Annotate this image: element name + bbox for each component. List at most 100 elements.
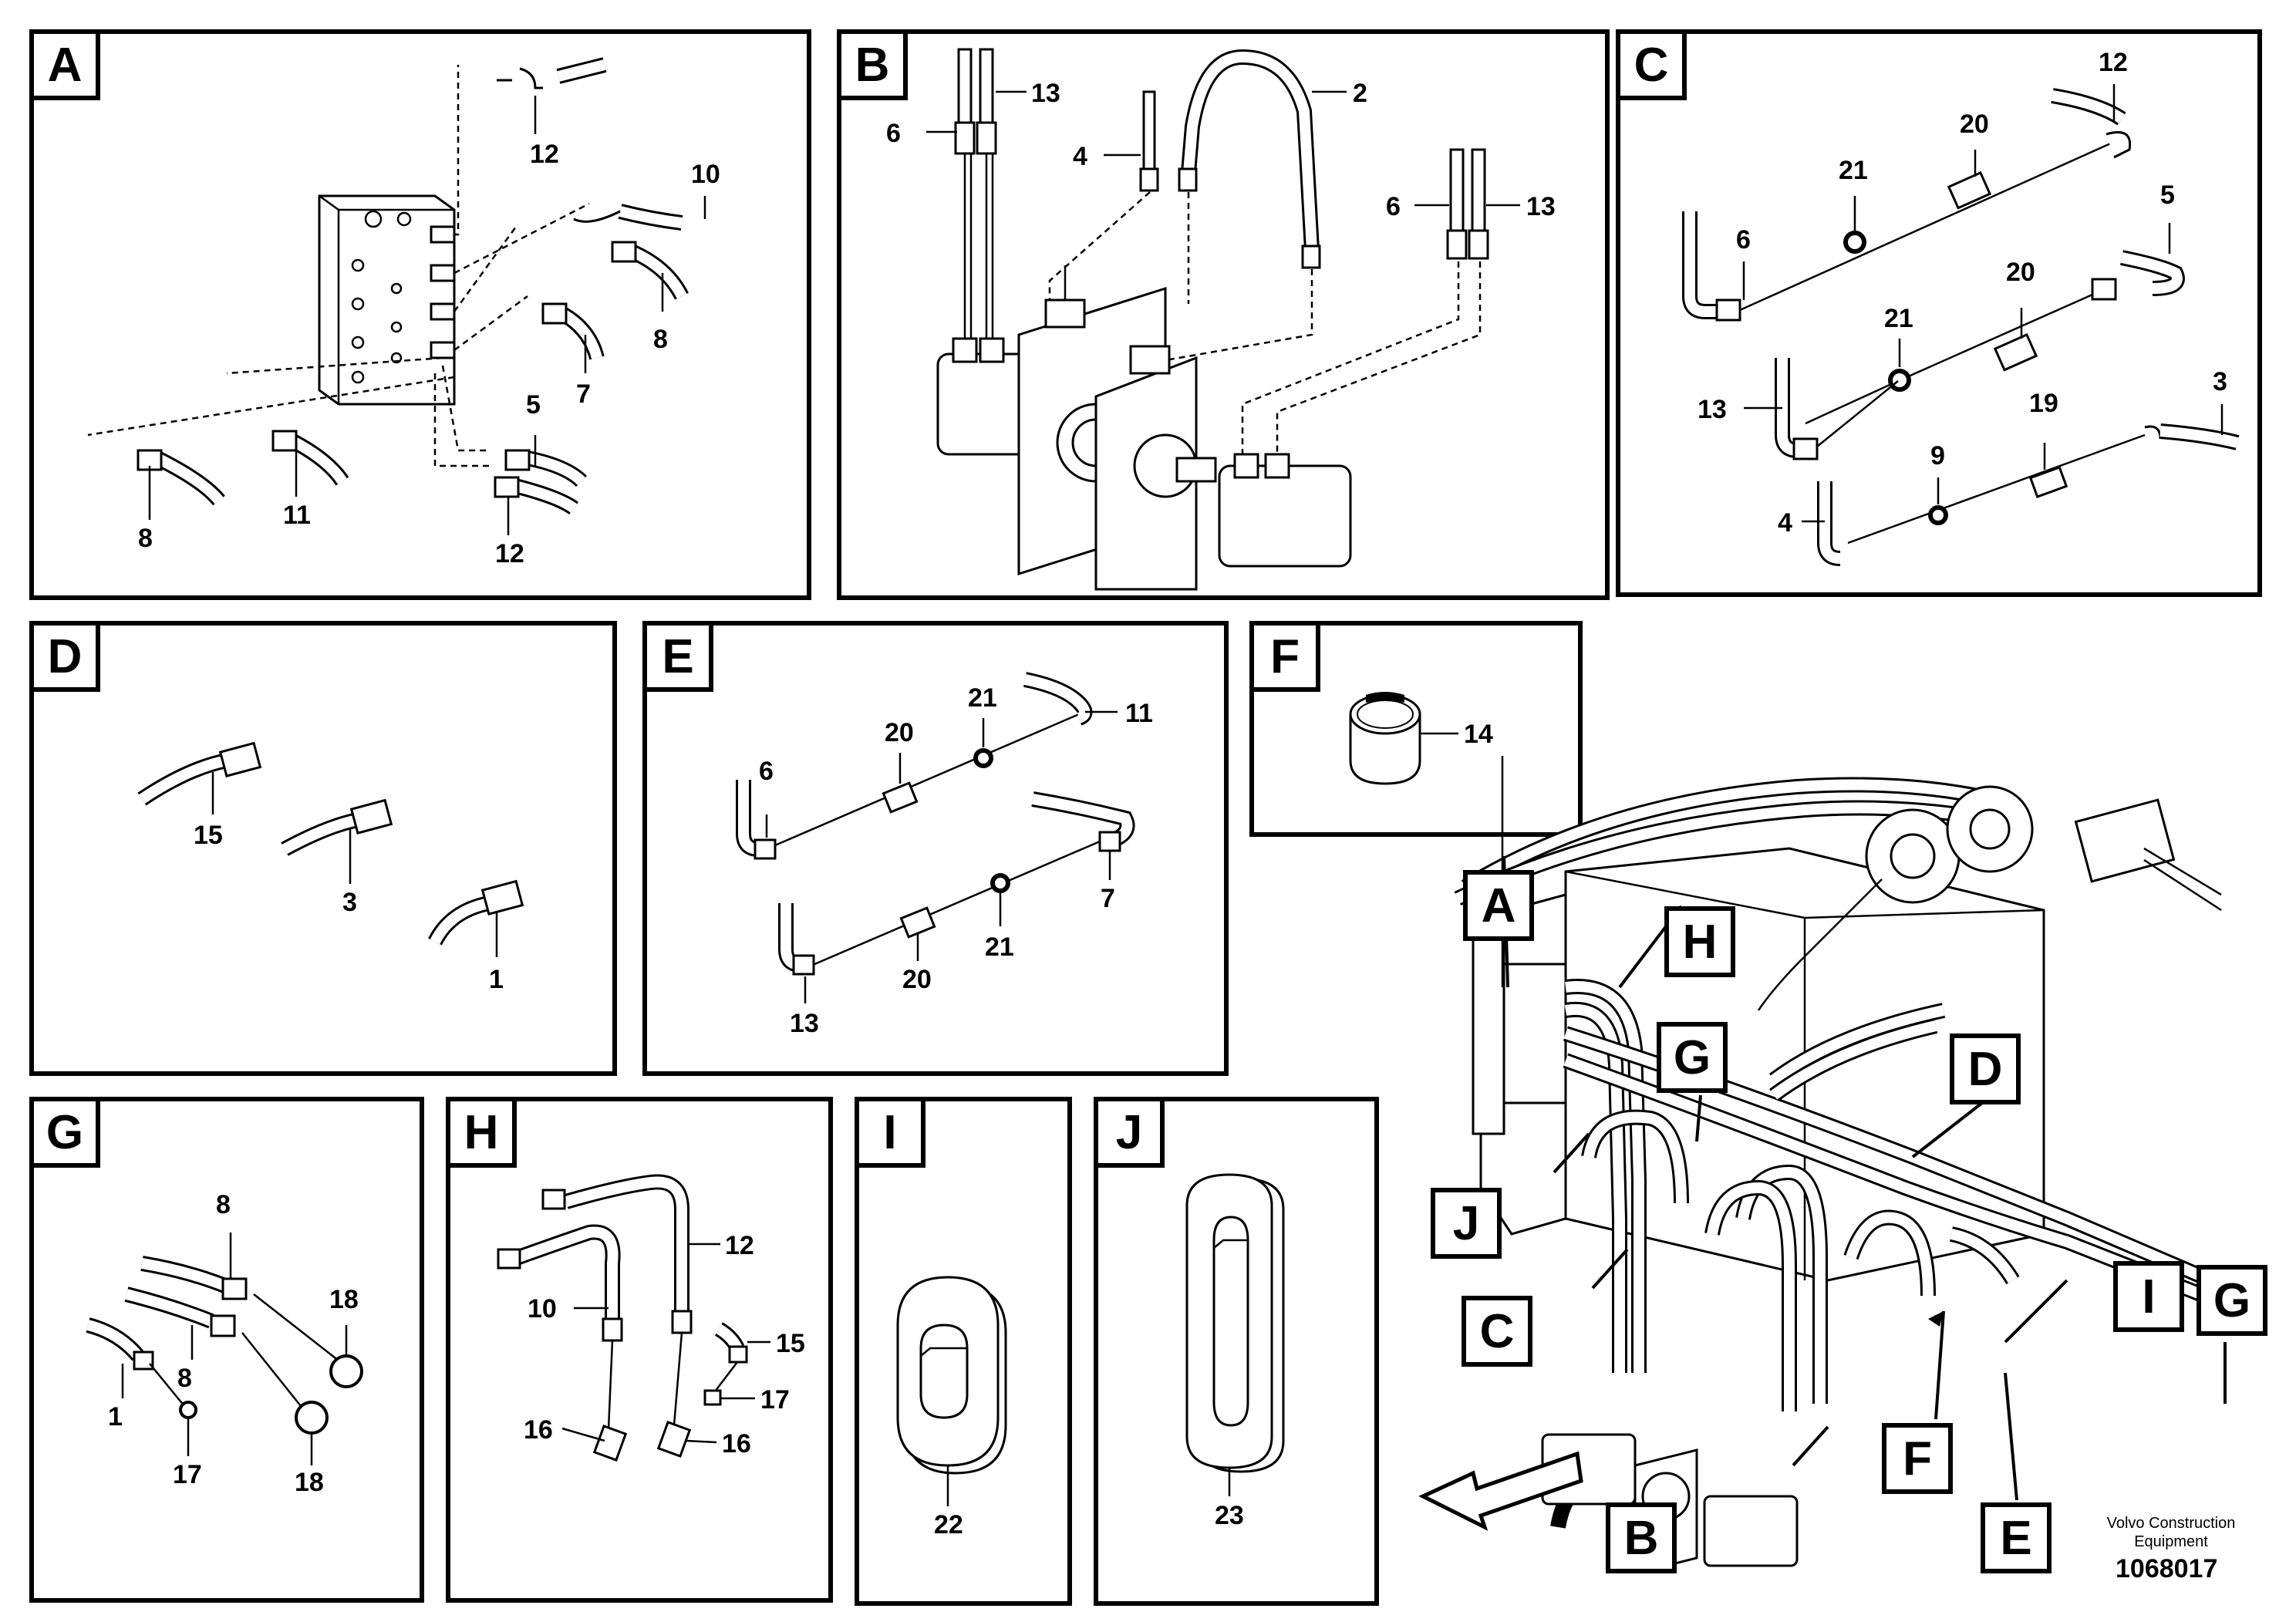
label-6: 6 [1736,225,1751,255]
spacer-ring [896,1276,1007,1475]
document-number: 1068017 [2116,1554,2218,1583]
panel-g: G 8 18 8 1 18 17 [29,1097,424,1603]
label-17: 17 [760,1385,790,1415]
label-8-left: 8 [138,524,153,553]
label-6-top: 6 [886,119,901,148]
label-15: 15 [776,1329,805,1358]
label-2: 2 [1353,79,1367,108]
panel-b: B [837,29,1610,600]
label-12: 12 [725,1231,754,1260]
panel-f-drawing: 14 [1349,692,1493,785]
label-23: 23 [1215,1501,1244,1530]
valve-block [318,194,456,406]
overview-callout-j: J [1431,1188,1502,1259]
label-17: 17 [173,1460,202,1489]
brand-line-2: Equipment [2134,1533,2208,1550]
label-18-bottom: 18 [295,1468,324,1497]
label-21-top: 21 [968,683,997,713]
overview-callout-e: E [1981,1502,2052,1573]
label-13-top: 13 [1031,79,1060,108]
label-6: 6 [759,757,774,786]
panel-f: F 14 [1249,621,1583,837]
label-15: 15 [194,821,223,850]
label-20-top: 20 [1960,110,1989,139]
label-16-left: 16 [524,1415,553,1445]
label-11: 11 [1125,699,1153,728]
label-6-right: 6 [1386,192,1401,221]
panel-g-tag: G [34,1101,100,1168]
overview-callout-i: I [2113,1261,2184,1332]
panel-d-drawing: 15 3 1 [137,741,524,994]
label-20-mid: 20 [2006,258,2035,287]
label-10: 10 [528,1294,557,1324]
panel-e-tag: E [647,626,713,692]
panel-i-drawing: 22 [896,1276,1007,1539]
label-16-right: 16 [722,1429,751,1458]
label-13-right: 13 [1526,192,1556,221]
label-8-right: 8 [653,325,668,354]
panel-c: C [1616,29,2262,597]
panel-a: A [29,29,811,600]
label-18-top: 18 [329,1285,359,1314]
panel-h: H 12 10 15 17 16 16 [446,1097,833,1603]
label-21-mid: 21 [1884,304,1913,333]
panel-b-tag: B [841,34,908,100]
label-3: 3 [342,888,357,917]
panel-a-tag: A [34,34,100,100]
spacer-plate [1185,1173,1285,1473]
label-21-top: 21 [1839,156,1868,185]
panel-j-tag: J [1098,1101,1165,1168]
hose-clamp [1349,692,1421,785]
overview-callout-h: H [1664,906,1735,977]
label-10: 10 [691,160,720,189]
label-20-top: 20 [885,718,914,747]
panel-b-drawing: 13 6 2 4 6 13 [886,48,1556,591]
brand-line-1: Volvo Construction [2106,1515,2236,1532]
overview-callout-g-top: G [1657,1022,1728,1093]
label-12-top: 12 [530,140,559,169]
panel-d: D 15 3 1 [29,621,617,1076]
label-22: 22 [934,1510,963,1539]
overview-callout-d: D [1950,1034,2021,1104]
label-13: 13 [790,1009,819,1038]
panel-h-drawing: 12 10 15 17 16 16 [497,1174,805,1462]
label-3: 3 [2213,367,2227,396]
panel-j: J 23 [1094,1097,1379,1606]
label-20-bottom: 20 [902,965,932,994]
label-4: 4 [1073,142,1087,171]
overview-callout-a: A [1463,870,1534,941]
label-5: 5 [2160,180,2175,210]
panel-c-drawing: 12 20 21 6 5 20 21 13 3 9 19 4 [1682,48,2240,566]
panel-e-drawing: 11 21 20 6 7 21 20 13 [736,672,1153,1038]
label-5: 5 [526,390,541,420]
panel-d-tag: D [34,626,100,692]
panel-f-tag: F [1254,626,1320,692]
label-12-bottom: 12 [495,539,524,568]
overview-callout-g-right: G [2197,1265,2267,1336]
panel-a-drawing: 12 10 8 7 5 8 11 12 [87,57,720,568]
panel-g-drawing: 8 18 8 1 18 17 [86,1190,363,1497]
label-1: 1 [108,1402,123,1431]
panel-e: E 11 21 20 6 7 21 20 13 [642,621,1229,1076]
label-7: 7 [576,379,591,409]
label-4: 4 [1778,508,1792,538]
overview-callout-c: C [1462,1296,1532,1367]
panel-j-drawing: 23 [1185,1173,1285,1530]
label-12: 12 [2099,48,2128,77]
panel-h-tag: H [450,1101,517,1168]
label-13: 13 [1698,395,1727,424]
label-8-mid: 8 [177,1364,192,1393]
overview-callout-b: B [1606,1502,1677,1573]
panel-i-tag: I [859,1101,925,1168]
overview-callout-f: F [1882,1423,1953,1494]
label-21-bottom: 21 [985,932,1014,962]
panel-i: I 22 [855,1097,1072,1606]
label-1: 1 [489,965,504,994]
label-11: 11 [283,501,311,530]
label-9: 9 [1930,441,1945,470]
panel-c-tag: C [1620,34,1687,100]
label-7: 7 [1101,884,1115,913]
label-14: 14 [1464,720,1493,749]
label-8-top: 8 [216,1190,231,1219]
label-19: 19 [2029,389,2058,418]
